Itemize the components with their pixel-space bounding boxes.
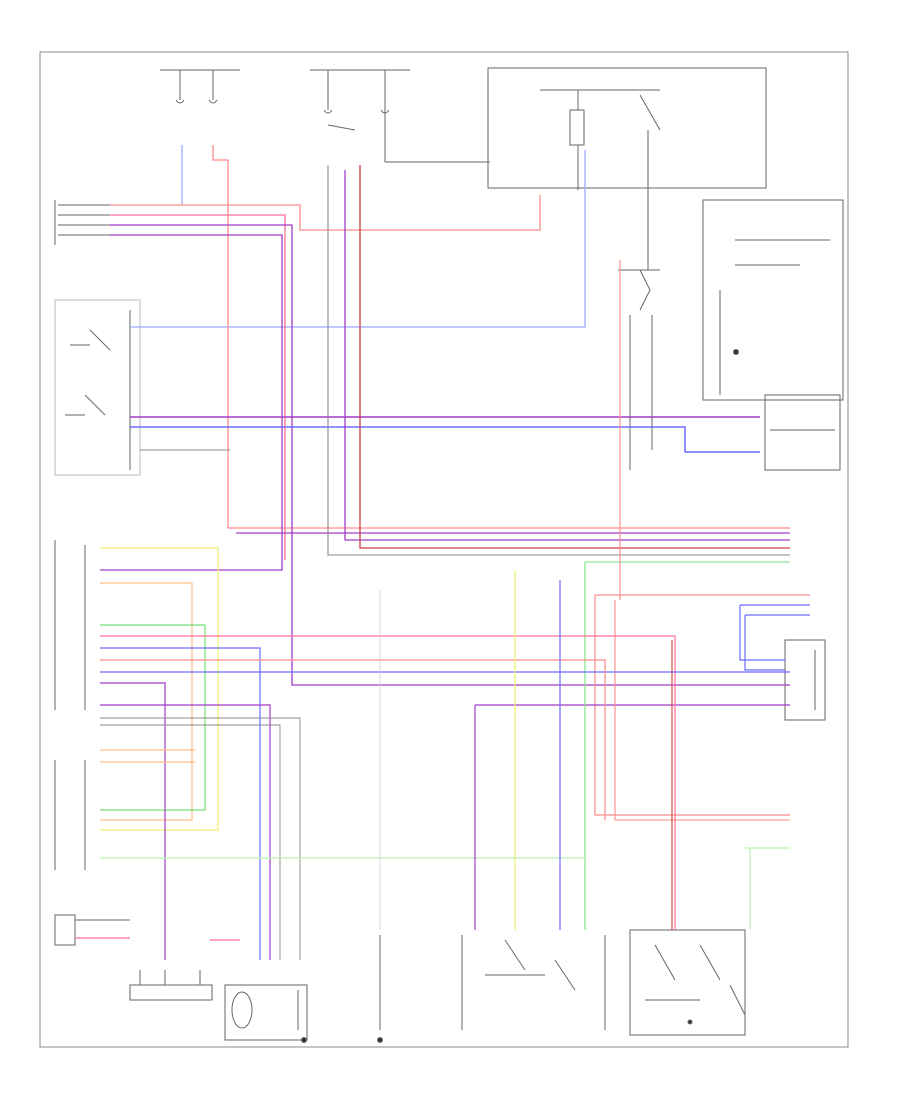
wire-mid-bundle-4 [327, 165, 790, 556]
wire-ac-amp-red [100, 659, 606, 820]
wire-ac-amp-gray [100, 717, 301, 960]
wire-bottom-left-red [75, 937, 240, 941]
wire-ac-amp-yellow [100, 547, 219, 831]
relay-block-top-right [487, 67, 767, 270]
engine-ecu-connector [54, 760, 86, 870]
wire-bundle-sensor-3 [110, 224, 790, 686]
wire-ac-amp-pink [100, 635, 676, 930]
wire-right-relay [614, 260, 790, 821]
wire-ac-amp-blue [100, 647, 790, 960]
fuse-block-center [310, 69, 490, 163]
fuse-block-left [160, 69, 240, 104]
wire-bundle-sensor-2 [110, 214, 286, 560]
wire-ac-amp-orange [100, 582, 193, 821]
wire-right-green-small [745, 847, 790, 930]
daytime-running-relay [129, 970, 213, 1001]
wire-red-top-left [212, 145, 790, 529]
sensor-connector [54, 200, 110, 245]
wire-blower-blue [130, 426, 760, 453]
blower-relay [618, 269, 660, 470]
wire-mid-bundle-2 [344, 170, 790, 541]
wire-ac-amp-purple [100, 682, 271, 960]
wire-right-blue-2 [744, 614, 810, 671]
ac-connector-right [784, 639, 826, 721]
relay-bottom-right [629, 929, 746, 1036]
blower-motor-box [702, 199, 844, 401]
ac-amplifier-connector [54, 540, 86, 710]
blower-switch [54, 299, 141, 476]
wire-ac-amp-green [100, 624, 206, 811]
pressure-switch-assembly [461, 935, 606, 1030]
ac-control-assembly [224, 984, 308, 1043]
wire-right-green-top [584, 561, 790, 930]
wire-ecu-orange [100, 749, 195, 763]
ground-bottom-center [377, 935, 383, 1043]
wire-bundle-sensor-1 [110, 195, 541, 231]
wire-blue-top-left [130, 145, 586, 328]
temp-sensor-bottom-left [54, 914, 130, 946]
blower-resistor-box [764, 394, 841, 471]
diagram-frame [39, 51, 849, 1048]
wire-mid-bundle-3 [359, 165, 790, 549]
wire-bundle-sensor-4 [100, 234, 283, 571]
wire-right-pink-1 [594, 594, 810, 816]
wire-right-blue-1 [739, 604, 810, 661]
